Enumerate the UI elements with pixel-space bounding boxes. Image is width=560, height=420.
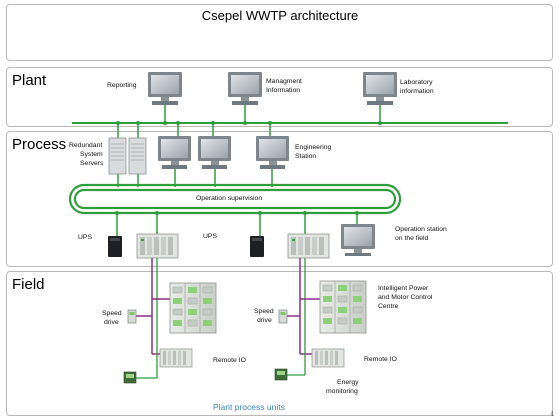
label-operation-supervision: Operation supervision — [196, 195, 263, 202]
label-op-station-1: Operation station — [395, 226, 447, 233]
section-process: Process — [12, 136, 67, 153]
ups-icon — [108, 236, 122, 257]
label-servers-3: Servers — [80, 160, 104, 167]
label-impcc-2: and Motor Control — [378, 294, 433, 301]
label-laboratory-1: Laboratory — [400, 79, 433, 86]
label-speed-drive-right-1: Speed — [254, 308, 274, 315]
plant-network-bus — [72, 105, 508, 140]
plc-controller-icon — [287, 233, 330, 259]
label-management-2: Information — [266, 87, 301, 94]
fieldbus-right — [287, 258, 322, 376]
ring-lower-drops — [115, 211, 359, 237]
process-workstation-icon — [198, 136, 231, 169]
energy-meter-icon — [123, 371, 137, 384]
management-workstation-icon — [228, 72, 262, 105]
label-speed-drive-left-2: drive — [104, 319, 119, 326]
label-remote-io-right: Remote IO — [364, 356, 397, 363]
process-workstation-icon — [158, 136, 191, 169]
remote-io-icon — [159, 348, 193, 368]
label-speed-drive-left-1: Speed — [102, 310, 122, 317]
energy-meter-icon — [274, 368, 288, 381]
plc-controller-icon — [136, 233, 179, 259]
footer-plant-process-units: Plant process units — [213, 402, 285, 412]
label-servers-1: Redundant — [69, 142, 103, 149]
label-ups-right: UPS — [203, 233, 217, 240]
label-speed-drive-right-2: drive — [257, 317, 272, 324]
field-panel — [6, 271, 553, 416]
fieldbus-left — [136, 258, 172, 379]
label-impcc-3: Centre — [378, 303, 399, 310]
label-op-station-2: on the field — [395, 235, 429, 242]
remote-io-icon — [311, 348, 345, 368]
section-field: Field — [12, 276, 45, 293]
section-plant: Plant — [12, 72, 47, 89]
reporting-workstation-icon — [148, 72, 182, 105]
field-operation-station-icon — [341, 224, 375, 256]
title-panel — [6, 4, 553, 61]
laboratory-workstation-icon — [363, 72, 397, 105]
label-remote-io-left: Remote IO — [213, 357, 246, 364]
label-energy-1: Energy — [337, 379, 359, 386]
label-energy-2: monitoring — [326, 388, 358, 395]
ups-icon — [250, 236, 264, 257]
label-ups-left: UPS — [78, 234, 92, 241]
page-number: 1 — [550, 412, 554, 418]
speed-drive-icon — [127, 309, 137, 324]
label-engineering-1: Engineering — [295, 144, 332, 151]
redundant-server-icon — [108, 137, 147, 175]
label-reporting: Reporting — [107, 82, 137, 89]
label-engineering-2: Station — [295, 153, 317, 160]
motor-control-centre-icon — [169, 282, 217, 334]
label-laboratory-2: information — [400, 88, 434, 95]
engineering-station-icon — [256, 136, 289, 169]
speed-drive-icon — [278, 309, 288, 324]
motor-control-centre-icon — [319, 280, 367, 334]
operation-supervision-ring — [68, 183, 402, 215]
diagram-title: Csepel WWTP architecture — [201, 8, 359, 23]
plant-panel — [6, 67, 553, 127]
label-impcc-1: Intelligent Power — [378, 285, 429, 292]
label-servers-2: System — [80, 151, 103, 158]
label-management-1: Managment — [266, 78, 302, 85]
